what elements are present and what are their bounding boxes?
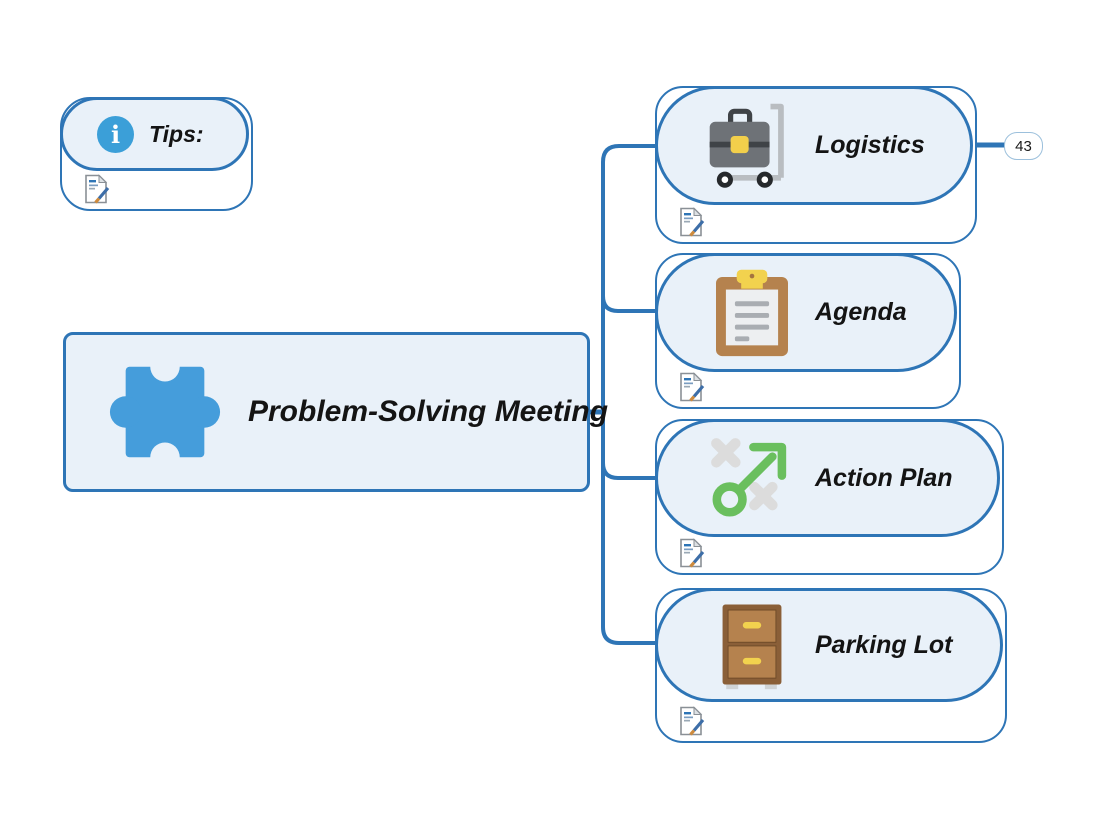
note-icon[interactable] bbox=[679, 706, 706, 737]
central-topic-label: Problem-Solving Meeting bbox=[248, 395, 609, 428]
strategy-icon bbox=[704, 431, 799, 526]
clipboard-icon bbox=[704, 265, 799, 360]
topic-label: Action Plan bbox=[815, 463, 953, 492]
central-topic[interactable]: Problem-Solving Meeting bbox=[63, 332, 608, 492]
topic-agenda[interactable]: Agenda bbox=[655, 253, 957, 372]
note-icon[interactable] bbox=[679, 372, 706, 403]
topic-label: Agenda bbox=[815, 298, 907, 326]
tips-topic[interactable]: i Tips: bbox=[60, 97, 249, 171]
topic-label: Parking Lot bbox=[815, 630, 953, 659]
note-icon[interactable] bbox=[84, 174, 111, 205]
topic-label: Logistics bbox=[815, 131, 925, 159]
info-icon: i bbox=[97, 115, 134, 153]
subtopic-count-badge[interactable]: 43 bbox=[1004, 132, 1043, 160]
topic-logistics[interactable]: Logistics bbox=[655, 86, 973, 205]
note-icon[interactable] bbox=[679, 538, 706, 569]
puzzle-icon bbox=[106, 352, 224, 472]
tips-label: Tips: bbox=[149, 120, 204, 147]
drawer-cabinet-icon bbox=[704, 598, 799, 693]
briefcase-cart-icon bbox=[704, 98, 799, 193]
note-icon[interactable] bbox=[679, 207, 706, 238]
topic-parking-lot[interactable]: Parking Lot bbox=[655, 588, 1003, 702]
topic-action-plan[interactable]: Action Plan bbox=[655, 419, 1000, 537]
